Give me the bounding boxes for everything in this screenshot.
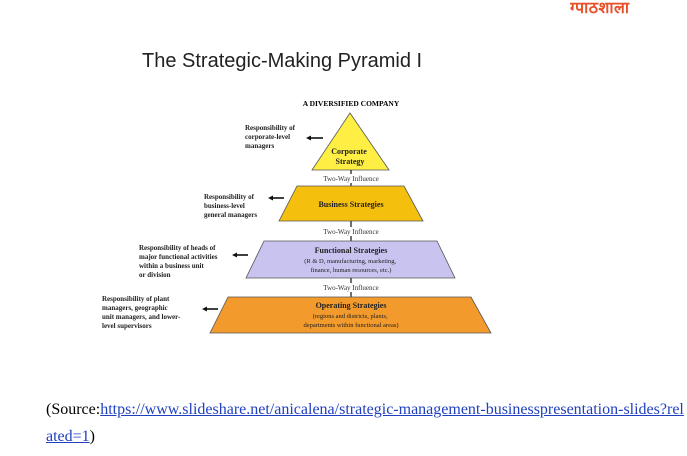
influence-label-bg [314,227,388,236]
pyramid-level-operating-detail: (regions and districts, plants, departme… [303,313,398,329]
responsibility-label-functional: Responsibility of heads of major functio… [139,244,219,279]
pyramid-level-operating [209,296,492,334]
logo-text: ग्पाठशाला [570,0,630,14]
responsibility-label-operating: Responsibility of plant managers, geogra… [102,295,182,330]
pyramid-level-functional-title: Functional Strategies [315,246,388,255]
source-suffix: ) [89,428,95,445]
pointer-arrows [202,135,323,312]
pyramid-level-business [278,185,424,222]
influence-label-bg [314,283,388,292]
pyramid-level-corporate-title: Corporate Strategy [331,147,369,166]
diagram-header: A DIVERSIFIED COMPANY [303,99,400,108]
arrow-head-corporate [306,135,311,141]
page-title: The Strategic-Making Pyramid I [142,50,423,72]
responsibility-label-corporate: Responsibility of corporate-level manage… [245,124,297,150]
source-prefix: (Source: [46,401,101,418]
pyramid-level-functional-detail: (R & D, manufacturing, marketing, financ… [304,258,398,274]
influence-label: Two-Way Influence [323,175,379,183]
arrow-head-business [268,195,273,201]
pyramid-level-operating-title: Operating Strategies [316,301,387,310]
influence-label-bg [314,174,388,183]
influence-label: Two-Way Influence [323,284,379,292]
source-citation: (Source:https://www.slideshare.net/anica… [46,396,686,450]
arrow-head-functional [232,252,237,258]
source-link[interactable]: https://www.slideshare.net/anicalena/str… [46,401,684,445]
arrow-head-operating [202,306,207,312]
influence-label: Two-Way Influence [323,228,379,236]
brand-logo: ग्पाठशाला [570,0,687,14]
pyramid-level-business-title: Business Strategies [318,200,383,209]
pyramid-level-functional [245,240,456,279]
strategy-pyramid-diagram: A DIVERSIFIED COMPANY Corporate Strategy… [102,99,492,334]
responsibility-label-business: Responsibility of business-level general… [204,193,257,219]
